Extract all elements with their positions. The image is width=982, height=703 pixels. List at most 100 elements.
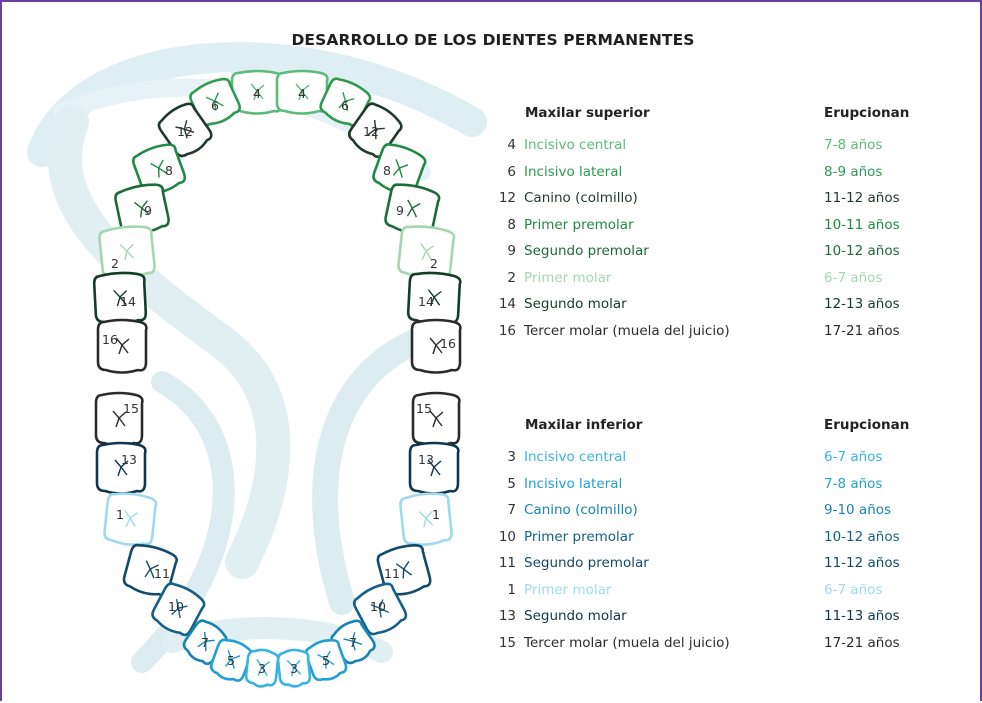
tooth-label: 16 xyxy=(102,332,118,347)
tooth-label: 3 xyxy=(258,661,266,676)
upper-row: 4 Incisivo central 7-8 años xyxy=(2,137,980,163)
tooth-label: 3 xyxy=(290,661,298,676)
tooth-label: 2 xyxy=(430,256,438,271)
eruption-age: 17-21 años xyxy=(824,634,900,651)
eruption-age: 11-12 años xyxy=(824,190,900,206)
lower-row: 3 Incisivo central 6-7 años xyxy=(2,449,980,475)
tooth-number: 3 xyxy=(507,449,516,465)
tooth-upper-2 xyxy=(98,225,156,279)
tooth-upper-14 xyxy=(92,271,148,325)
eruption-age: 10-12 años xyxy=(824,243,900,259)
tooth-upper-16 xyxy=(96,318,148,374)
tooth-number: 12 xyxy=(498,190,516,206)
tooth-number: 15 xyxy=(498,634,516,651)
tooth-label: 4 xyxy=(298,86,306,101)
eruption-age: 9-10 años xyxy=(824,502,892,518)
upper-row: 14 Segundo molar 12-13 años xyxy=(2,296,980,322)
tooth-lower-3 xyxy=(244,648,280,688)
tooth-label: 11 xyxy=(154,566,170,581)
tooth-name: Segundo premolar xyxy=(524,555,649,571)
tooth-number: 5 xyxy=(507,475,516,492)
tooth-lower-11 xyxy=(122,543,178,597)
eruption-age: 11-13 años xyxy=(824,608,900,624)
upper-header: Maxilar superior xyxy=(525,105,650,121)
tooth-upper-8 xyxy=(132,143,187,195)
tooth-number: 9 xyxy=(507,243,516,259)
tooth-name: Primer premolar xyxy=(524,216,634,233)
tooth-number: 2 xyxy=(507,269,516,286)
tooth-label: 6 xyxy=(341,98,349,113)
tooth-lower-13 xyxy=(95,441,147,495)
tooth-label: 8 xyxy=(383,163,391,178)
tooth-lower-10 xyxy=(151,582,206,637)
tooth-upper-12 xyxy=(157,102,213,158)
tooth-label: 7 xyxy=(349,635,357,650)
lower-row: 11 Segundo premolar 11-12 años xyxy=(2,555,980,581)
tooth-name: Incisivo central xyxy=(524,449,627,465)
tooth-number: 14 xyxy=(498,296,516,312)
tooth-label: 7 xyxy=(201,635,209,650)
upper-row: 9 Segundo premolar 10-12 años xyxy=(2,243,980,269)
tooth-label: 11 xyxy=(384,566,400,581)
tooth-lower-5 xyxy=(304,638,348,682)
tooth-number: 4 xyxy=(507,137,516,153)
tooth-name: Canino (colmillo) xyxy=(524,502,638,518)
tooth-lower-1 xyxy=(399,492,453,546)
tooth-number: 8 xyxy=(507,216,516,233)
tooth-lower-13 xyxy=(408,441,460,495)
tooth-name: Segundo molar xyxy=(524,296,627,312)
tooth-label: 9 xyxy=(396,203,404,218)
tooth-lower-1 xyxy=(103,492,158,546)
tooth-label: 2 xyxy=(111,256,119,271)
tooth-name: Primer molar xyxy=(524,581,612,598)
tooth-label: 16 xyxy=(440,336,456,351)
tooth-label: 15 xyxy=(123,401,139,416)
tooth-label: 9 xyxy=(144,203,152,218)
eruption-age: 11-12 años xyxy=(824,555,900,571)
tooth-name: Incisivo lateral xyxy=(524,163,623,180)
eruption-age: 6-7 años xyxy=(824,581,883,598)
eruption-age: 12-13 años xyxy=(824,296,900,312)
tooth-upper-9 xyxy=(114,183,170,235)
tooth-label: 15 xyxy=(416,401,432,416)
tooth-number: 6 xyxy=(507,163,516,180)
eruption-age: 10-12 años xyxy=(824,528,900,545)
tooth-label: 12 xyxy=(363,124,379,139)
lower-age-header: Erupcionan xyxy=(824,417,910,433)
tooth-name: Segundo premolar xyxy=(524,243,649,259)
upper-age-header: Erupcionan xyxy=(824,105,910,121)
tooth-label: 13 xyxy=(418,452,434,467)
eruption-age: 7-8 años xyxy=(824,475,883,492)
tooth-label: 14 xyxy=(120,294,136,309)
tooth-label: 14 xyxy=(418,294,434,309)
tooth-lower-10 xyxy=(352,582,408,636)
tooth-label: 10 xyxy=(370,599,386,614)
tooth-upper-16 xyxy=(410,318,462,374)
tooth-lower-3 xyxy=(276,648,312,688)
tooth-label: 4 xyxy=(253,86,261,101)
tooth-label: 1 xyxy=(116,507,124,522)
tooth-label: 13 xyxy=(121,452,137,467)
tooth-name: Tercer molar (muela del juicio) xyxy=(524,322,730,339)
tooth-number: 13 xyxy=(498,608,516,624)
tooth-label: 1 xyxy=(432,507,440,522)
eruption-age: 7-8 años xyxy=(824,137,883,153)
tooth-number: 16 xyxy=(498,322,516,339)
eruption-age: 6-7 años xyxy=(824,449,883,465)
tooth-name: Incisivo central xyxy=(524,137,627,153)
tooth-label: 12 xyxy=(177,124,193,139)
tooth-upper-6 xyxy=(319,77,372,127)
eruption-age: 6-7 años xyxy=(824,269,883,286)
